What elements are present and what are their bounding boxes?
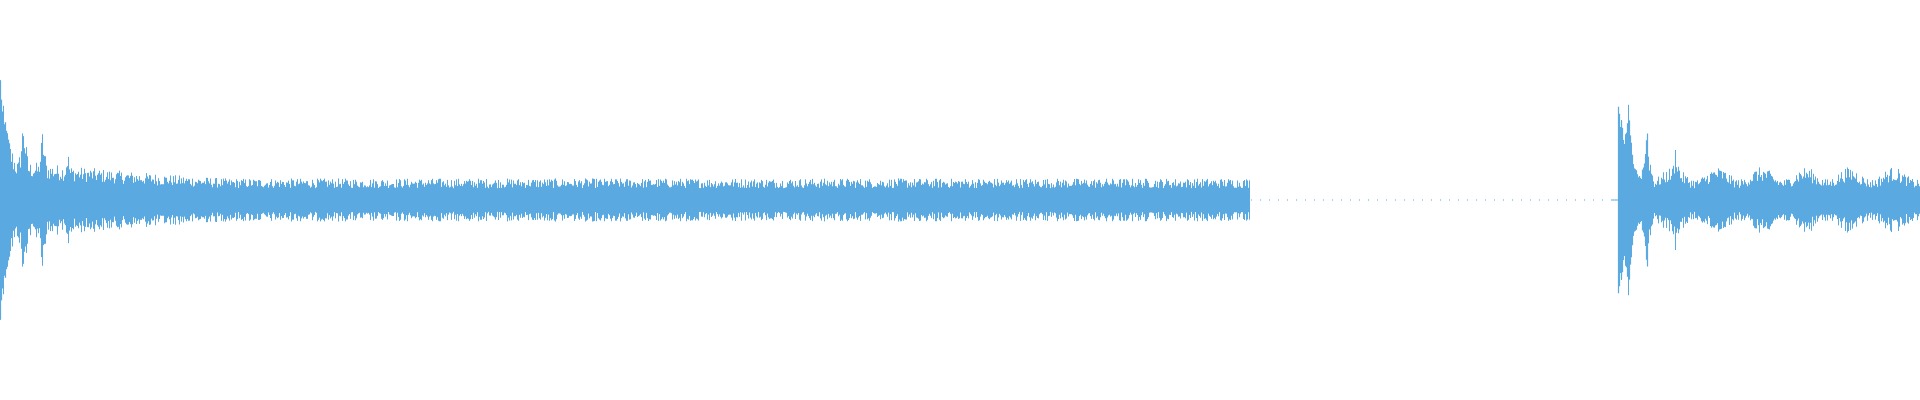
- waveform-samples: [0, 80, 1920, 320]
- second-hit-transient: [1617, 106, 1649, 294]
- first-hit-transient: [0, 80, 11, 320]
